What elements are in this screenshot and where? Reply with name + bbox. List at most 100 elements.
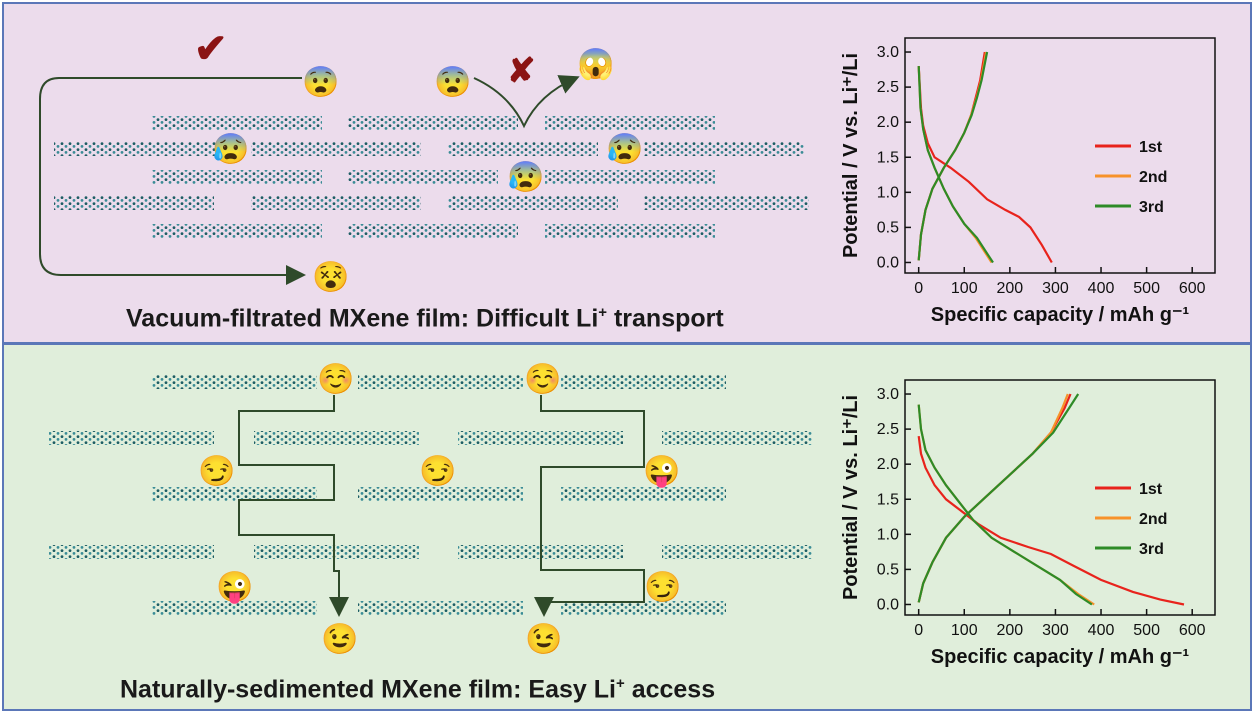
x-tick-label: 600: [1179, 280, 1206, 297]
plot-frame: [904, 379, 1216, 616]
panel-naturally-sedimented: ☺️ ☺️ 😏 😏 😜 😜 😏 😉 😉 Naturally-sedimented…: [2, 343, 1252, 711]
y-tick-label: 0.5: [877, 561, 899, 578]
mxene-sheet: [152, 170, 322, 184]
chart-top-voltage-profile: 0 100 200 300 400 500 600 0.0 0.5 1.0 1.5 2.0 2.5 3.0…: [840, 37, 1216, 326]
y-axis-label: Potential / V vs. Li⁺/Li: [840, 53, 862, 258]
mxene-sheet: [545, 116, 715, 130]
mxene-sheet: [152, 601, 317, 615]
bottom-mxene-sheets: [49, 375, 812, 615]
fearful-emoji: 😨: [302, 65, 339, 99]
mxene-sheet: [348, 170, 498, 184]
mxene-sheet: [458, 431, 623, 445]
series-line-2nd-discharge: [917, 66, 993, 264]
series-line-2nd-discharge: [917, 404, 1095, 606]
y-tick-label: 2.5: [877, 79, 899, 96]
y-tick-label: 0.5: [877, 219, 899, 236]
y-tick-label: 2.5: [877, 421, 899, 438]
mxene-sheet: [54, 142, 224, 156]
mxene-sheet: [662, 431, 812, 445]
mxene-sheet: [49, 431, 214, 445]
smirk-emoji: 😏: [198, 454, 235, 488]
mxene-sheet: [545, 170, 715, 184]
tongue-wink-emoji: 😜: [643, 454, 680, 489]
x-tick-label: 600: [1179, 622, 1206, 639]
mxene-sheet: [251, 142, 421, 156]
y-tick-label: 0.0: [877, 254, 899, 271]
wink-emoji: 😉: [525, 622, 562, 656]
mxene-sheet: [254, 431, 419, 445]
series-line-1st-discharge: [917, 435, 1185, 606]
x-tick-label: 200: [997, 280, 1024, 297]
legend-label: 3rd: [1139, 541, 1164, 558]
x-tick-label: 200: [997, 622, 1024, 639]
y-tick-label: 3.0: [877, 386, 899, 403]
check-mark: ✔: [194, 27, 228, 71]
x-tick-label: 400: [1088, 280, 1115, 297]
mxene-sheet: [49, 545, 214, 559]
y-tick-label: 2.0: [877, 114, 899, 131]
mxene-sheet: [348, 116, 518, 130]
relieved-emoji: ☺️: [524, 362, 561, 396]
panel-vacuum-filtrated: ✔ ✘ 😨 😨 😱 😰 😰 😰 😵 Vacuum-filtrated MXene…: [2, 2, 1252, 344]
bypass-path: [39, 77, 306, 285]
transport-path-left: [238, 395, 349, 617]
bottom-schematic-svg: ☺️ ☺️ 😏 😏 😜 😜 😏 😉 😉: [49, 362, 812, 656]
legend-label: 1st: [1139, 139, 1163, 156]
anxious-sweat-emoji: 😰: [507, 160, 544, 194]
series-line-3rd-discharge: [917, 66, 994, 264]
mxene-sheet: [448, 196, 618, 210]
mxene-sheet: [152, 375, 317, 389]
x-tick-label: 100: [951, 280, 978, 297]
series-line-3rd-charge: [917, 393, 1080, 603]
top-caption: Vacuum-filtrated MXene film: Difficult L…: [126, 304, 724, 333]
plot-frame: [904, 37, 1216, 274]
y-tick-label: 1.0: [877, 184, 899, 201]
series-line-1st-discharge: [917, 66, 1053, 264]
mxene-sheet: [348, 224, 518, 238]
x-tick-label: 300: [1042, 280, 1069, 297]
mxene-sheet: [358, 601, 523, 615]
mxene-sheet: [152, 224, 322, 238]
mxene-sheet: [662, 545, 812, 559]
y-tick-label: 3.0: [877, 44, 899, 61]
mxene-sheet: [561, 487, 726, 501]
scream-emoji: 😱: [577, 47, 614, 82]
mxene-sheet: [561, 601, 726, 615]
blocked-path: [473, 75, 580, 129]
legend-label: 3rd: [1139, 199, 1164, 216]
x-tick-label: 500: [1133, 622, 1160, 639]
top-schematic-svg: ✔ ✘ 😨 😨 😱 😰 😰 😰 😵: [39, 27, 809, 294]
legend-label: 2nd: [1139, 169, 1167, 186]
y-tick-label: 1.5: [877, 491, 899, 508]
x-tick-label: 100: [951, 622, 978, 639]
mxene-sheet: [644, 142, 804, 156]
mxene-sheet: [448, 142, 598, 156]
anxious-sweat-emoji: 😰: [606, 132, 643, 166]
top-mxene-sheets: [54, 116, 809, 238]
mxene-sheet: [358, 487, 523, 501]
x-tick-label: 500: [1133, 280, 1160, 297]
x-axis-label: Specific capacity / mAh g⁻¹: [931, 646, 1190, 668]
series-line-3rd-discharge: [917, 404, 1093, 606]
y-axis-label: Potential / V vs. Li⁺/Li: [840, 395, 862, 600]
mxene-sheet: [251, 196, 421, 210]
y-tick-label: 1.5: [877, 149, 899, 166]
x-tick-label: 0: [914, 280, 923, 297]
fearful-emoji: 😨: [434, 65, 471, 99]
dizzy-face-emoji: 😵: [312, 260, 349, 294]
tongue-wink-emoji: 😜: [216, 570, 253, 605]
legend-label: 1st: [1139, 481, 1163, 498]
wink-emoji: 😉: [321, 622, 358, 656]
x-tick-label: 400: [1088, 622, 1115, 639]
mxene-sheet: [254, 545, 419, 559]
mxene-sheet: [152, 487, 317, 501]
cross-mark: ✘: [507, 52, 536, 90]
relieved-emoji: ☺️: [317, 362, 354, 396]
smirk-emoji: 😏: [644, 570, 681, 604]
series-line-3rd-charge: [917, 51, 989, 261]
anxious-sweat-emoji: 😰: [212, 132, 249, 166]
y-tick-label: 1.0: [877, 526, 899, 543]
y-tick-label: 2.0: [877, 456, 899, 473]
